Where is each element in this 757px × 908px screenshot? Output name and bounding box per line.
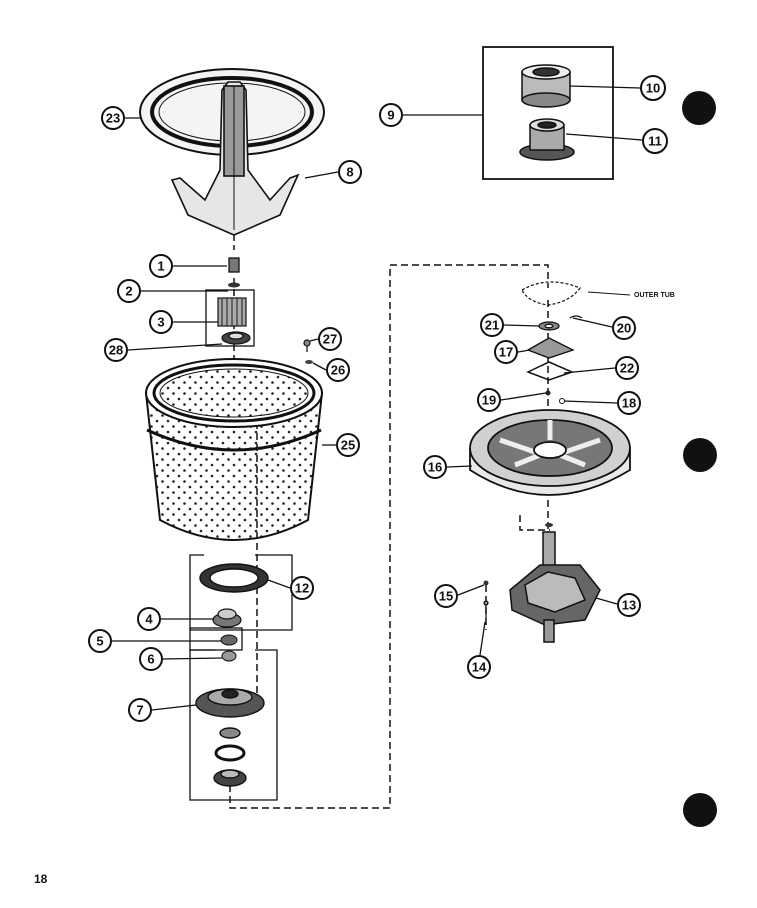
part-18-shape bbox=[559, 398, 565, 404]
part-2-shape bbox=[228, 282, 240, 288]
part-4-shape bbox=[212, 608, 242, 628]
part-19-shape bbox=[545, 390, 551, 396]
part-1-shape bbox=[228, 257, 240, 273]
callout-27: 27 bbox=[318, 327, 342, 351]
callout-14: 14 bbox=[467, 655, 491, 679]
callout-11-label: 11 bbox=[648, 134, 662, 149]
leader-lines bbox=[112, 85, 643, 711]
callout-19-label: 19 bbox=[482, 393, 496, 408]
callout-26-label: 26 bbox=[331, 363, 345, 378]
part-12-shape bbox=[199, 563, 269, 593]
callout-16: 16 bbox=[423, 455, 447, 479]
callout-6-label: 6 bbox=[147, 652, 154, 667]
callout-7: 7 bbox=[128, 698, 152, 722]
part-6-shape bbox=[221, 650, 237, 662]
part-8-shape bbox=[170, 81, 300, 236]
callout-13: 13 bbox=[617, 593, 641, 617]
registration-dot bbox=[683, 793, 717, 827]
callout-3-label: 3 bbox=[157, 315, 164, 330]
callout-5-label: 5 bbox=[96, 634, 103, 649]
callout-8-label: 8 bbox=[346, 165, 353, 180]
callout-17: 17 bbox=[494, 340, 518, 364]
callout-25: 25 bbox=[336, 433, 360, 457]
callout-10-label: 10 bbox=[646, 81, 660, 96]
callout-18: 18 bbox=[617, 391, 641, 415]
callout-13-label: 13 bbox=[622, 598, 636, 613]
callout-20: 20 bbox=[612, 316, 636, 340]
part-11-shape bbox=[519, 118, 575, 161]
callout-9: 9 bbox=[379, 103, 403, 127]
part-group-box bbox=[205, 289, 255, 347]
callout-21: 21 bbox=[480, 313, 504, 337]
part-3-shape bbox=[217, 297, 247, 327]
registration-dot bbox=[682, 91, 716, 125]
callout-7-label: 7 bbox=[136, 703, 143, 718]
outer-tub-leader bbox=[587, 291, 631, 296]
callout-27-label: 27 bbox=[323, 332, 337, 347]
callout-6: 6 bbox=[139, 647, 163, 671]
part-27-shape bbox=[303, 339, 311, 352]
callout-1: 1 bbox=[149, 254, 173, 278]
inset-box bbox=[482, 46, 614, 180]
part-25-shape bbox=[144, 358, 324, 541]
callout-2: 2 bbox=[117, 279, 141, 303]
registration-dot bbox=[683, 438, 717, 472]
callout-28-label: 28 bbox=[109, 343, 123, 358]
callout-8: 8 bbox=[338, 160, 362, 184]
part-26-shape bbox=[305, 360, 313, 364]
callout-4: 4 bbox=[137, 607, 161, 631]
part-14-shape bbox=[483, 600, 489, 620]
callout-28: 28 bbox=[104, 338, 128, 362]
callout-23-label: 23 bbox=[106, 111, 120, 126]
callout-18-label: 18 bbox=[622, 396, 636, 411]
outer-tub-fragment bbox=[521, 281, 581, 306]
part-16-washer bbox=[545, 523, 553, 527]
callout-20-label: 20 bbox=[617, 321, 631, 336]
outer-tub-label: OUTER TUB bbox=[634, 292, 675, 299]
part-22-shape bbox=[526, 361, 575, 381]
callout-9-label: 9 bbox=[387, 108, 394, 123]
part-17-shape bbox=[526, 337, 575, 359]
callout-23: 23 bbox=[101, 106, 125, 130]
part-13-shape bbox=[509, 531, 601, 643]
callout-4-label: 4 bbox=[145, 612, 153, 627]
callout-21-label: 21 bbox=[485, 318, 499, 333]
callout-5: 5 bbox=[88, 629, 112, 653]
callout-11: 11 bbox=[642, 128, 668, 154]
callout-15-label: 15 bbox=[439, 589, 453, 604]
callout-22-label: 22 bbox=[620, 361, 634, 376]
callout-19: 19 bbox=[477, 388, 501, 412]
callout-22: 22 bbox=[615, 356, 639, 380]
callout-12-label: 12 bbox=[295, 581, 309, 596]
part-21-shape bbox=[538, 321, 560, 331]
callout-2-label: 2 bbox=[125, 284, 132, 299]
part-10-shape bbox=[521, 64, 571, 108]
callout-1-label: 1 bbox=[157, 259, 164, 274]
lower-part-boxes bbox=[189, 554, 293, 801]
part-28-shape bbox=[221, 331, 251, 345]
callout-16-label: 16 bbox=[428, 460, 442, 475]
callout-26: 26 bbox=[326, 358, 350, 382]
callout-15: 15 bbox=[434, 584, 458, 608]
part-15-shape bbox=[483, 580, 489, 586]
callout-17-label: 17 bbox=[499, 345, 513, 360]
callout-10: 10 bbox=[640, 75, 666, 101]
callout-25-label: 25 bbox=[341, 438, 355, 453]
part-20-shape bbox=[569, 315, 583, 319]
part-7-shape bbox=[195, 688, 265, 787]
part-16-shape bbox=[469, 409, 631, 496]
callout-14-label: 14 bbox=[472, 660, 487, 675]
page-number: 18 bbox=[34, 872, 48, 886]
part-5-shape bbox=[220, 634, 238, 646]
callout-12: 12 bbox=[290, 576, 314, 600]
callout-3: 3 bbox=[149, 310, 173, 334]
